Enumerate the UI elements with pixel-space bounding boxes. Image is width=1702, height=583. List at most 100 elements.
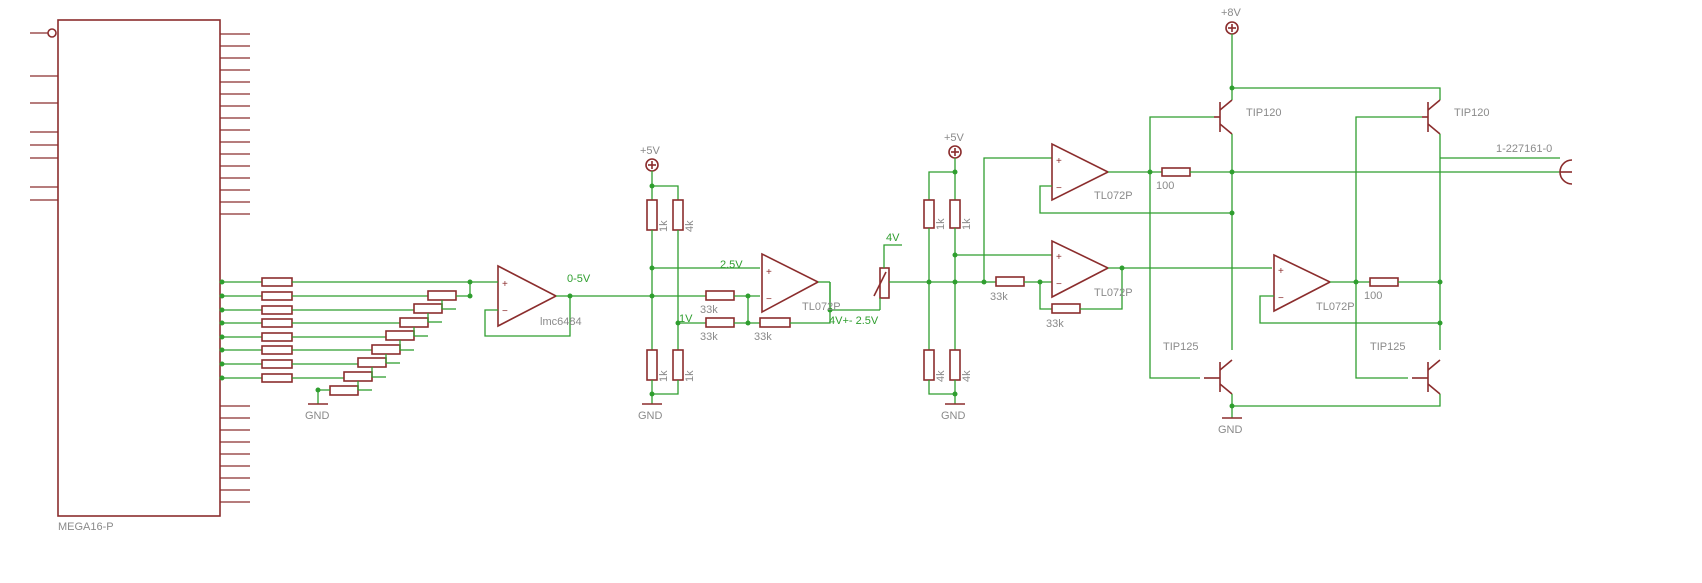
svg-text:4k: 4k	[935, 370, 947, 382]
resistor-r6	[261, 345, 293, 355]
net-label-dac-out: 0-5V	[567, 273, 591, 285]
transistor-q1: TIP120	[1214, 99, 1281, 135]
resistor-inv-in	[995, 276, 1025, 287]
svg-text:+: +	[766, 267, 772, 278]
resistor-div1-right-bot	[672, 349, 684, 381]
svg-text:1k: 1k	[658, 370, 670, 382]
opamp-buffer: + − lmc6484 0-5V	[470, 264, 650, 337]
resistor-in-b	[705, 317, 735, 328]
resistor-out-top	[1161, 167, 1191, 177]
svg-text:+: +	[1056, 156, 1062, 167]
ladder-resistor-8	[329, 385, 359, 396]
svg-text:1k: 1k	[658, 220, 670, 232]
r2r-ladder: GND	[219, 277, 473, 422]
svg-text:33k: 33k	[990, 291, 1008, 303]
svg-text:4k: 4k	[961, 370, 973, 382]
svg-text:TIP120: TIP120	[1246, 107, 1281, 119]
ladder-resistor-3	[399, 317, 429, 328]
net-label-4v: 4V	[886, 232, 900, 244]
power-label-3: +8V	[1221, 7, 1242, 19]
svg-text:100: 100	[1156, 180, 1174, 192]
h-bridge: +8V TIP120 TIP120	[1149, 7, 1560, 436]
net-label-2v5: 2.5V	[720, 259, 743, 271]
connector: 1-227161-0	[1496, 143, 1573, 185]
svg-text:TIP120: TIP120	[1454, 107, 1489, 119]
net-label-sum-out: 4V+- 2.5V	[829, 315, 879, 327]
resistor-r2	[261, 291, 293, 301]
ground-label-4: GND	[1218, 424, 1243, 436]
reset-pin-circle	[47, 28, 57, 38]
mcu-body	[57, 19, 221, 517]
svg-text:1k: 1k	[961, 218, 973, 230]
resistor-fb-sum	[759, 317, 791, 328]
svg-text:33k: 33k	[700, 304, 718, 316]
resistor-div1-left-bot	[646, 349, 658, 381]
mcu-right-pins-lower	[220, 405, 250, 503]
opamp-upper: + − 100 TL072P	[1039, 142, 1560, 214]
resistor-r8	[261, 373, 293, 383]
transistor-q3: TIP125	[1163, 341, 1233, 395]
svg-text:33k: 33k	[754, 331, 772, 343]
svg-text:+: +	[502, 279, 508, 290]
resistor-div1-right-top	[672, 199, 684, 231]
transistor-q4: TIP125	[1370, 341, 1441, 395]
ground-label-1: GND	[305, 410, 330, 422]
ladder-resistor-2	[413, 303, 443, 314]
svg-text:33k: 33k	[700, 331, 718, 343]
resistor-r3	[261, 305, 293, 315]
power-label-1: +5V	[640, 145, 661, 157]
opamp-upper-label: TL072P	[1094, 190, 1133, 202]
resistor-inv-fb	[1051, 303, 1081, 314]
ground-label-3: GND	[941, 410, 966, 422]
opamp-middle-label: TL072P	[1094, 287, 1133, 299]
opamp-lower-body	[1273, 253, 1332, 313]
svg-text:100: 100	[1364, 290, 1382, 302]
svg-text:−: −	[766, 294, 772, 305]
svg-text:−: −	[502, 306, 508, 317]
resistor-out-bot	[1369, 277, 1399, 287]
ladder-resistor-6	[357, 357, 387, 368]
opamp-middle-body	[1051, 239, 1110, 299]
opamp-lower: + − 100 TL072P	[1259, 253, 1440, 324]
ladder-resistor-1	[427, 290, 457, 301]
resistor-div2-right-bot	[949, 349, 961, 381]
resistor-div2-left-top	[923, 199, 935, 229]
ladder-resistor-4	[385, 330, 415, 341]
microcontroller: MEGA16-P	[30, 19, 250, 533]
mcu-label: MEGA16-P	[58, 521, 114, 533]
svg-text:−: −	[1278, 293, 1284, 304]
svg-text:33k: 33k	[1046, 318, 1064, 330]
opamp-lower-label: TL072P	[1316, 301, 1355, 313]
net-label-1v: 1V	[679, 313, 693, 325]
opamp-buffer-body	[497, 264, 558, 328]
resistor-r4	[261, 318, 293, 328]
reference-divider-1: +5V 1k 4k 1k 1k GND 2.5V 1V 33k 33	[638, 145, 831, 422]
opamp-middle: + − TL072P	[1051, 239, 1272, 299]
opamp-upper-body	[1051, 142, 1110, 202]
opamp-sum-body	[761, 252, 820, 314]
svg-text:+: +	[1278, 266, 1284, 277]
opamp-buffer-label: lmc6484	[540, 316, 582, 328]
resistor-r7	[261, 359, 293, 369]
resistor-r5	[261, 332, 293, 342]
connector-label: 1-227161-0	[1496, 143, 1552, 155]
svg-text:TIP125: TIP125	[1370, 341, 1405, 353]
svg-text:−: −	[1056, 183, 1062, 194]
resistor-div2-right-top	[949, 199, 961, 229]
svg-text:1k: 1k	[684, 370, 696, 382]
resistor-div2-left-bot	[923, 349, 935, 381]
svg-text:4k: 4k	[684, 220, 696, 232]
power-label-2: +5V	[944, 132, 965, 144]
svg-text:TIP125: TIP125	[1163, 341, 1198, 353]
resistor-div1-left-top	[646, 199, 658, 231]
reference-divider-2: 4V +5V 1k 1k 4k 4k GND 33k	[873, 132, 1123, 422]
transistor-q2: TIP120	[1422, 99, 1489, 135]
ground-label-2: GND	[638, 410, 663, 422]
opamp-sum-label: TL072P	[802, 301, 841, 313]
svg-text:−: −	[1056, 279, 1062, 290]
svg-text:1k: 1k	[935, 218, 947, 230]
ladder-resistor-7	[343, 371, 373, 382]
opamp-sum: + − TL072P 4V+- 2.5V	[761, 252, 880, 327]
resistor-in-a	[705, 290, 735, 301]
